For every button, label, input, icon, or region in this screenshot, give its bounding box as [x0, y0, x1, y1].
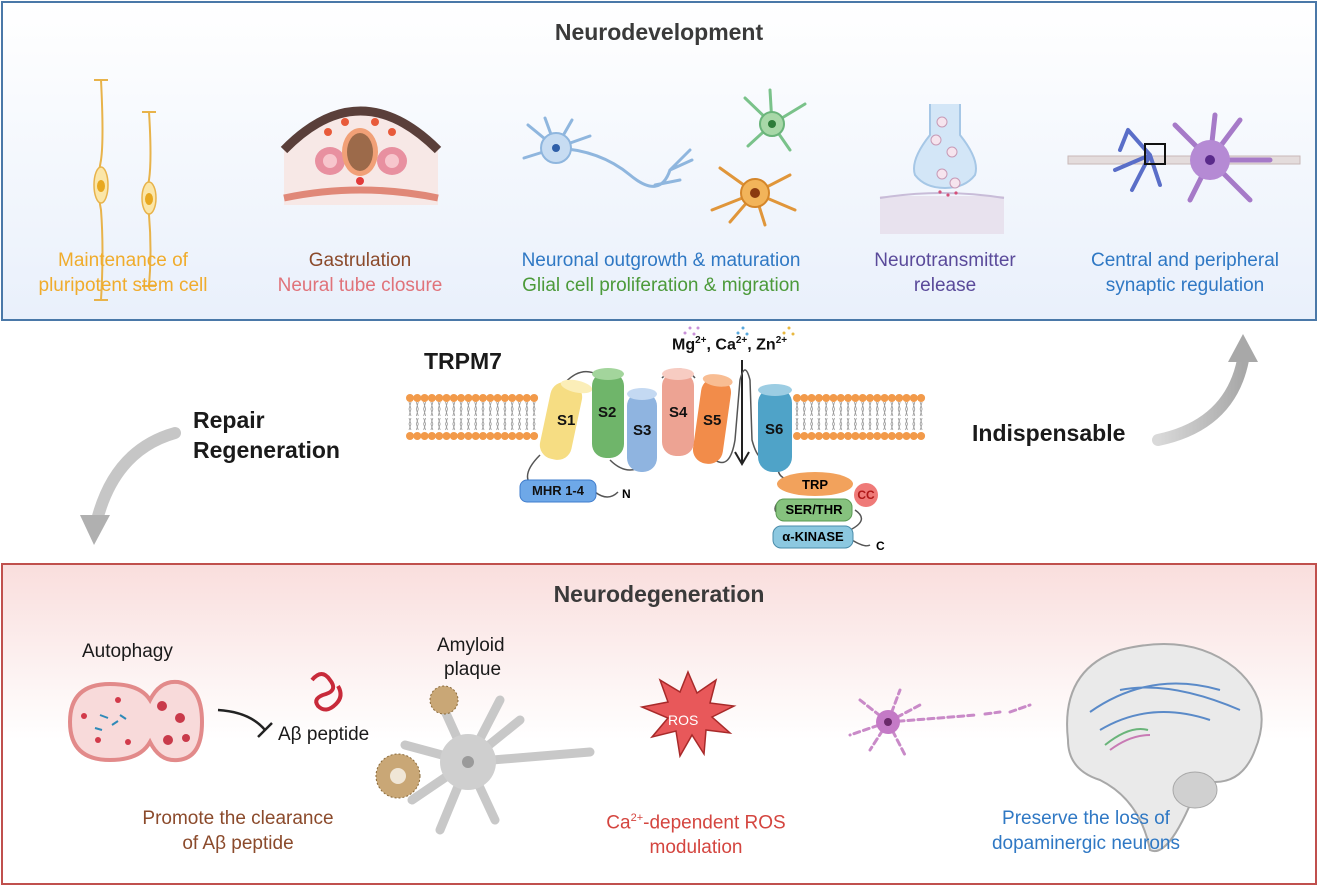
synaptic-regulation-illustration [1067, 112, 1301, 203]
neuron-with-plaques-illustration [375, 685, 595, 835]
cc-domain [854, 483, 878, 507]
neurodegeneration-title: Neurodegeneration [553, 581, 765, 607]
gastrulation-illustration [280, 106, 442, 205]
segment-label-s1: S1 [557, 412, 576, 429]
caption-line-2: release [913, 275, 977, 296]
indispensable-label: Indispensable [972, 420, 1126, 446]
ros-label: ROS [668, 712, 699, 728]
segment-label-s3: S3 [633, 422, 652, 439]
indispensable-arrow [1152, 354, 1249, 446]
abeta-peptide-icon [310, 672, 343, 712]
mhr-label: MHR 1-4 [531, 483, 584, 498]
segment-label-s4: S4 [669, 404, 688, 421]
repair-label: Repair [193, 407, 265, 433]
cc-label: CC [857, 488, 875, 502]
amyloid-label: Amyloid [437, 635, 505, 656]
transmembrane-segment-s4 [662, 368, 694, 456]
brain-illustration [1066, 643, 1263, 853]
segment-label-s5: S5 [703, 412, 722, 429]
caption-line-1: Central and peripheral [1090, 250, 1279, 271]
trp-label: TRP [802, 477, 828, 492]
c-terminus-label: C [876, 539, 885, 553]
transmembrane-segment-s2 [592, 368, 624, 458]
repair-arrow [91, 427, 181, 526]
transmembrane-segment-s3 [627, 388, 657, 472]
ros-caption: Ca2+-dependent ROS modulation [606, 812, 786, 859]
ros-burst-icon [639, 670, 737, 759]
caption-line-2: synaptic regulation [1105, 275, 1265, 296]
stem-cell-illustration [93, 79, 157, 301]
caption-5: Central and peripheral synaptic regulatio… [1015, 248, 1318, 298]
alpha-kinase-label: α-KINASE [782, 529, 844, 544]
transmembrane-segment-s5 [692, 374, 733, 464]
repair-arrow-head [80, 515, 110, 545]
plaque-label: plaque [444, 659, 502, 680]
alpha-kinase-domain [772, 525, 854, 549]
caption-line-1: Neuronal outgrowth & maturation [521, 250, 801, 271]
trpm7-label: TRPM7 [424, 348, 502, 374]
neuron-outgrowth-illustration [522, 116, 694, 188]
ion-label: Mg2+, Ca2+, Zn2+ [672, 335, 788, 354]
glial-cells-illustration [710, 88, 807, 227]
trp-domain [777, 472, 853, 496]
caption-1: Maintenance of pluripotent stem cell [0, 248, 293, 298]
autophagosome-illustration [67, 679, 205, 763]
caption-line-2: Neural tube closure [277, 275, 443, 296]
caption-4: Neurotransmitter release [775, 248, 1115, 298]
cell-membrane [406, 394, 926, 440]
synapse-illustration [879, 104, 1005, 234]
caption-line-2: Glial cell proliferation & migration [522, 275, 800, 296]
segment-label-s2: S2 [598, 404, 617, 421]
n-terminus-label: N [622, 487, 631, 501]
ser-thr-label: SER/THR [785, 502, 843, 517]
dopaminergic-neuron-illustration [848, 688, 1032, 757]
abeta-label: Aβ peptide [278, 724, 370, 745]
caption-line-2: pluripotent stem cell [38, 275, 208, 296]
caption-line-1: Maintenance of [58, 250, 188, 271]
caption-line-1: Neurotransmitter [874, 250, 1016, 271]
caption-line-1: Gastrulation [308, 250, 412, 271]
transmembrane-segment-s6 [758, 384, 792, 472]
neurodevelopment-title: Neurodevelopment [554, 19, 764, 45]
indispensable-arrow-head [1228, 334, 1258, 362]
segment-label-s6: S6 [765, 421, 784, 438]
transmembrane-segment-s1 [539, 379, 593, 460]
mhr-domain [519, 479, 597, 503]
regeneration-label: Regeneration [193, 437, 340, 463]
ser-thr-domain [775, 498, 853, 522]
inhibition-arrow [217, 708, 266, 731]
autophagy-label: Autophagy [82, 641, 173, 662]
